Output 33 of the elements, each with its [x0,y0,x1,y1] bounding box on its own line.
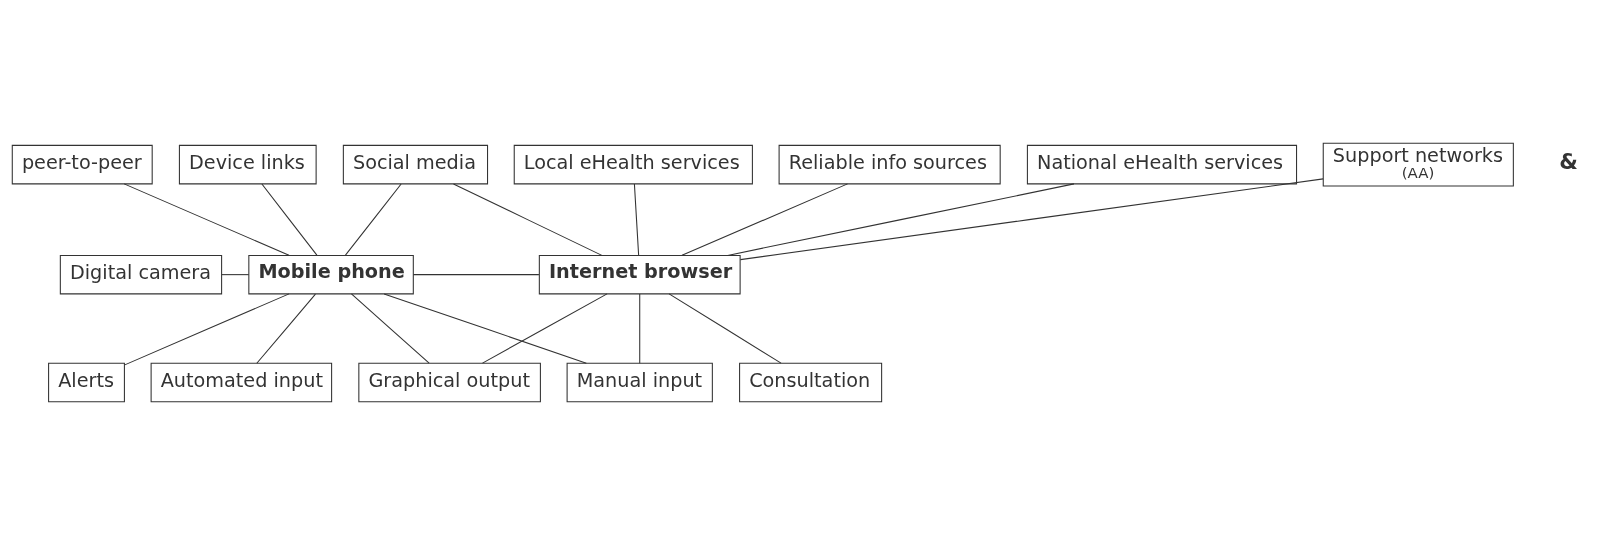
connector [124,292,290,365]
node-box: Internet browser [538,254,741,294]
node-box: Manual input [566,362,713,402]
node-box: peer-to-peer [11,144,153,184]
connector [350,292,430,364]
connector [344,182,402,256]
connector [633,182,640,256]
node-box: Mobile phone [248,254,414,294]
connector [739,177,1324,260]
node-box: Alerts [48,362,125,402]
node-box: National eHealth services [1026,144,1298,184]
connector [681,182,849,256]
node-box: Device links [178,144,317,184]
node-box: Graphical output [358,362,541,402]
node-box: Social media [342,144,489,184]
connector [482,292,608,364]
connector [221,273,250,275]
node-box: Support networks (AA) [1322,142,1514,187]
connector [256,293,316,364]
connector [383,292,587,364]
connector [668,292,782,364]
connector [639,293,641,364]
node-box: Automated input [150,362,333,402]
connector [123,182,290,256]
node-box: Local eHealth services [513,144,753,184]
connector [452,182,603,256]
label: & [1559,148,1578,174]
connector [261,182,318,256]
node-box: Digital camera [59,254,223,294]
node-box: Consultation [739,362,883,402]
connector [727,182,1075,256]
connector [412,273,540,275]
node-box: Reliable info sources [778,144,1001,184]
